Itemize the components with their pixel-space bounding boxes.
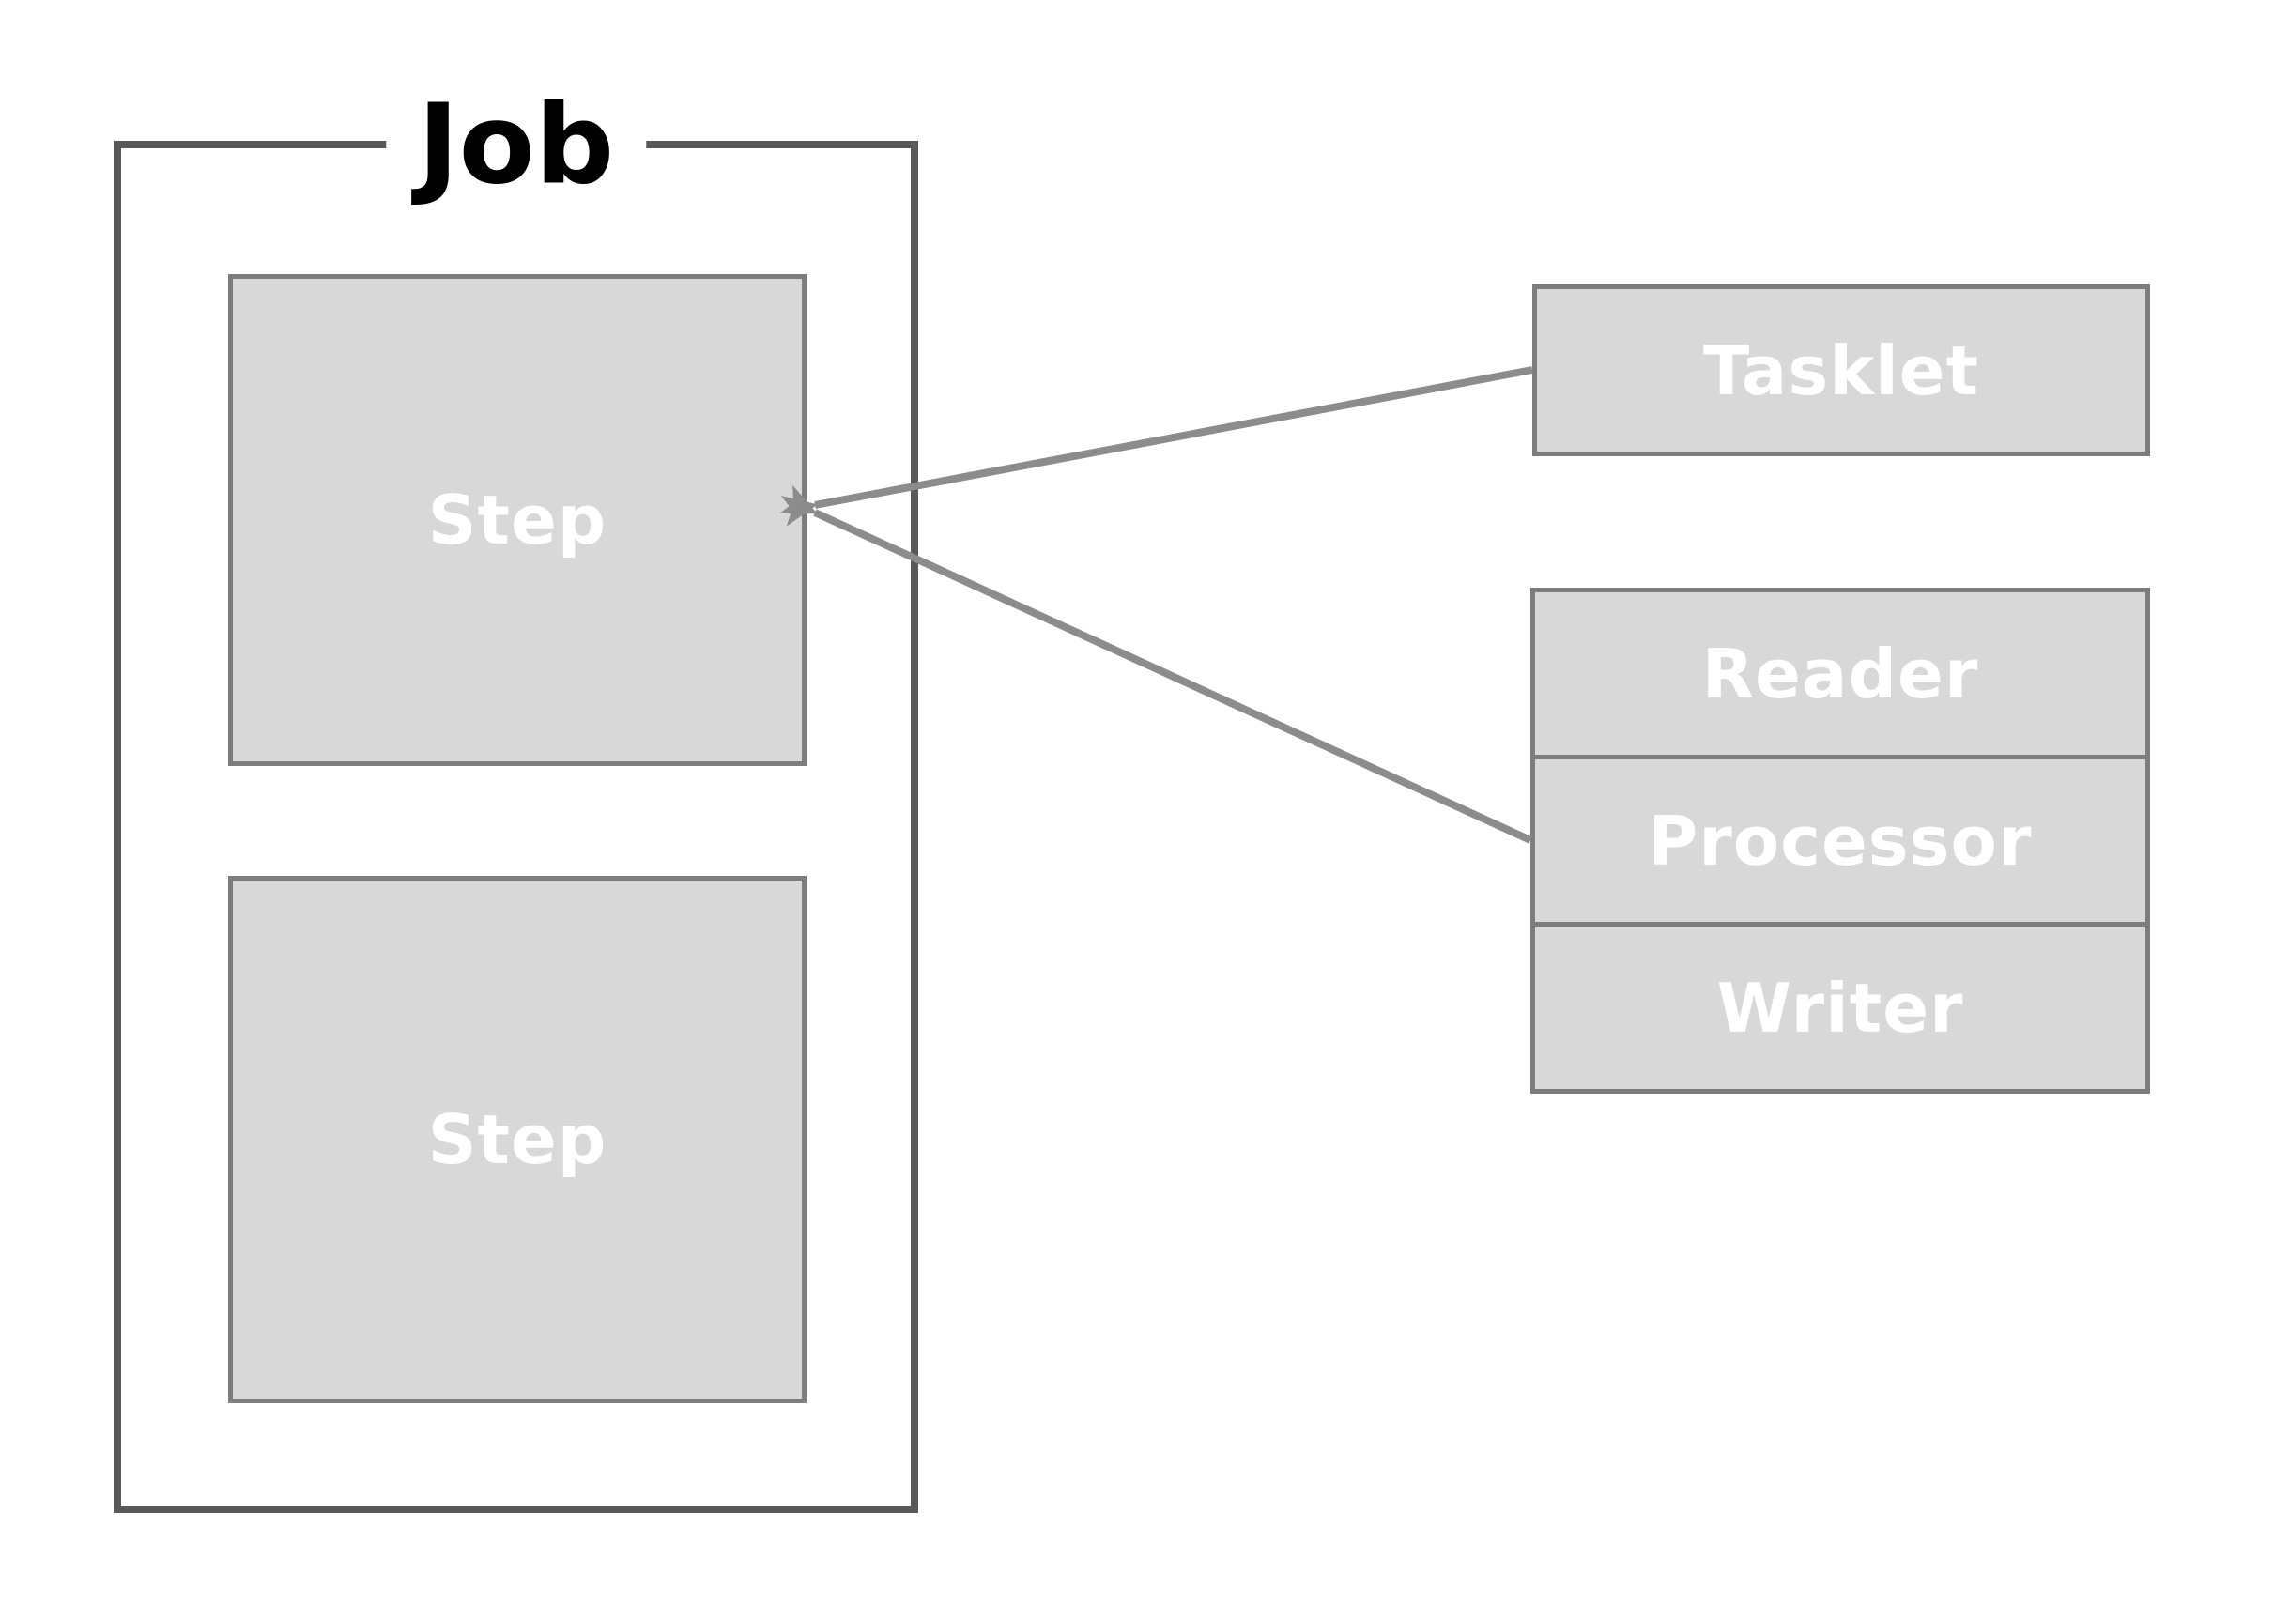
tasklet-label: Tasklet — [1702, 330, 1980, 410]
job-container: Job Step Step — [114, 75, 918, 1513]
writer-label: Writer — [1716, 968, 1964, 1048]
writer-box: Writer — [1535, 922, 2145, 1089]
processor-box: Processor — [1535, 755, 2145, 922]
step-1-label: Step — [427, 481, 607, 559]
chunk-stack: Reader Processor Writer — [1530, 588, 2150, 1094]
reader-box: Reader — [1535, 592, 2145, 755]
reader-label: Reader — [1701, 634, 1979, 713]
arrow-chunk-to-step — [779, 484, 1532, 844]
processor-label: Processor — [1648, 801, 2033, 881]
step-box-1: Step — [228, 274, 807, 766]
step-box-2: Step — [228, 876, 807, 1403]
tasklet-box: Tasklet — [1532, 284, 2150, 456]
step-2-label: Step — [427, 1100, 607, 1179]
job-title: Job — [385, 75, 647, 215]
arrow-tasklet-to-step — [780, 366, 1533, 527]
